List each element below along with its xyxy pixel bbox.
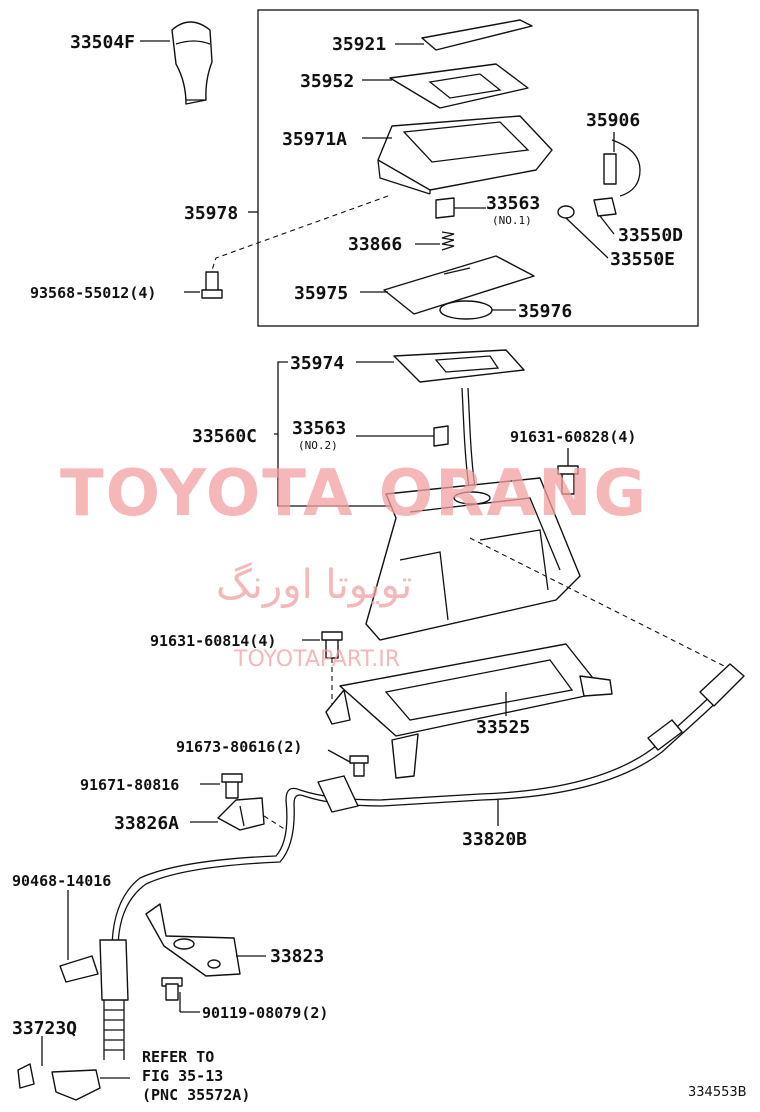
label-91631-60828: 91631-60828(4) [510, 428, 636, 446]
clip-90468-drawing [59, 955, 99, 983]
plate-35974-drawing [393, 349, 525, 383]
assembly-box [257, 9, 699, 327]
shift-housing-drawing [365, 477, 581, 641]
label-33826A: 33826A [114, 813, 179, 834]
figure-number: 334553B [688, 1085, 747, 1100]
label-91673: 91673-80616(2) [176, 738, 302, 756]
disc-35976-drawing [439, 300, 493, 320]
clip-33826A-drawing [217, 797, 265, 831]
label-33563-no2: 33563 [292, 418, 346, 439]
part-35906-drawing [603, 139, 641, 197]
refer-line-2: FIG 35-13 [142, 1067, 223, 1085]
label-35975: 35975 [294, 283, 348, 304]
clip-33723Q-drawing [17, 1063, 35, 1089]
bolt-91671-drawing [221, 773, 243, 799]
bolt-91673-drawing [349, 755, 369, 777]
label-35952: 35952 [300, 71, 354, 92]
label-33550D: 33550D [618, 225, 683, 246]
bolt-91631-60828-drawing [557, 465, 579, 495]
spring-33866-drawing [441, 231, 455, 251]
label-33723Q: 33723Q [12, 1018, 77, 1039]
label-35921: 35921 [332, 34, 386, 55]
label-35971A: 35971A [282, 129, 347, 150]
label-33550E: 33550E [610, 249, 675, 270]
shift-cable-33820B-drawing [99, 663, 745, 1060]
label-90119: 90119-08079(2) [202, 1004, 328, 1022]
bolt-91631-60814-drawing [321, 631, 343, 659]
label-33563-no1-sub: (NO.1) [492, 214, 532, 227]
watermark-persian: تویوتا اورنگ [216, 562, 412, 608]
label-33866: 33866 [348, 234, 402, 255]
label-35974: 35974 [290, 353, 344, 374]
watermark-main: TOYOTA ORANG [60, 457, 648, 531]
label-33504F: 33504F [70, 32, 135, 53]
label-35976: 35976 [518, 301, 572, 322]
bolt-90119-drawing [161, 977, 183, 1001]
label-33525: 33525 [476, 717, 530, 738]
part-35952-drawing [389, 63, 529, 109]
label-93568: 93568-55012(4) [30, 284, 156, 302]
label-33563-no2-sub: (NO.2) [298, 439, 338, 452]
part-35971A-drawing [377, 115, 553, 195]
part-33563-no1-drawing [435, 197, 455, 219]
label-90468: 90468-14016 [12, 872, 111, 890]
refer-line-3: (PNC 35572A) [142, 1086, 250, 1104]
base-bracket-33525-drawing [325, 643, 613, 779]
cable-end-bracket-drawing [51, 1069, 101, 1101]
refer-line-1: REFER TO [142, 1048, 214, 1066]
label-35906: 35906 [586, 110, 640, 131]
label-33820B: 33820B [462, 829, 527, 850]
watermark-site: TOYOTAPART.IR [233, 647, 400, 672]
label-91671: 91671-80816 [80, 776, 179, 794]
label-91631-60814: 91631-60814(4) [150, 632, 276, 650]
bulb-drawing [557, 197, 617, 219]
part-35921-drawing [421, 19, 533, 51]
label-33560C: 33560C [192, 426, 257, 447]
bolt-93568-drawing [201, 271, 223, 299]
shift-knob-drawing [171, 21, 213, 105]
cover-35975-drawing [383, 255, 535, 315]
bracket-33823-drawing [145, 903, 241, 977]
part-33563-no2-drawing [433, 425, 449, 447]
label-35978: 35978 [184, 203, 238, 224]
label-33563-no1: 33563 [486, 193, 540, 214]
label-33823: 33823 [270, 946, 324, 967]
